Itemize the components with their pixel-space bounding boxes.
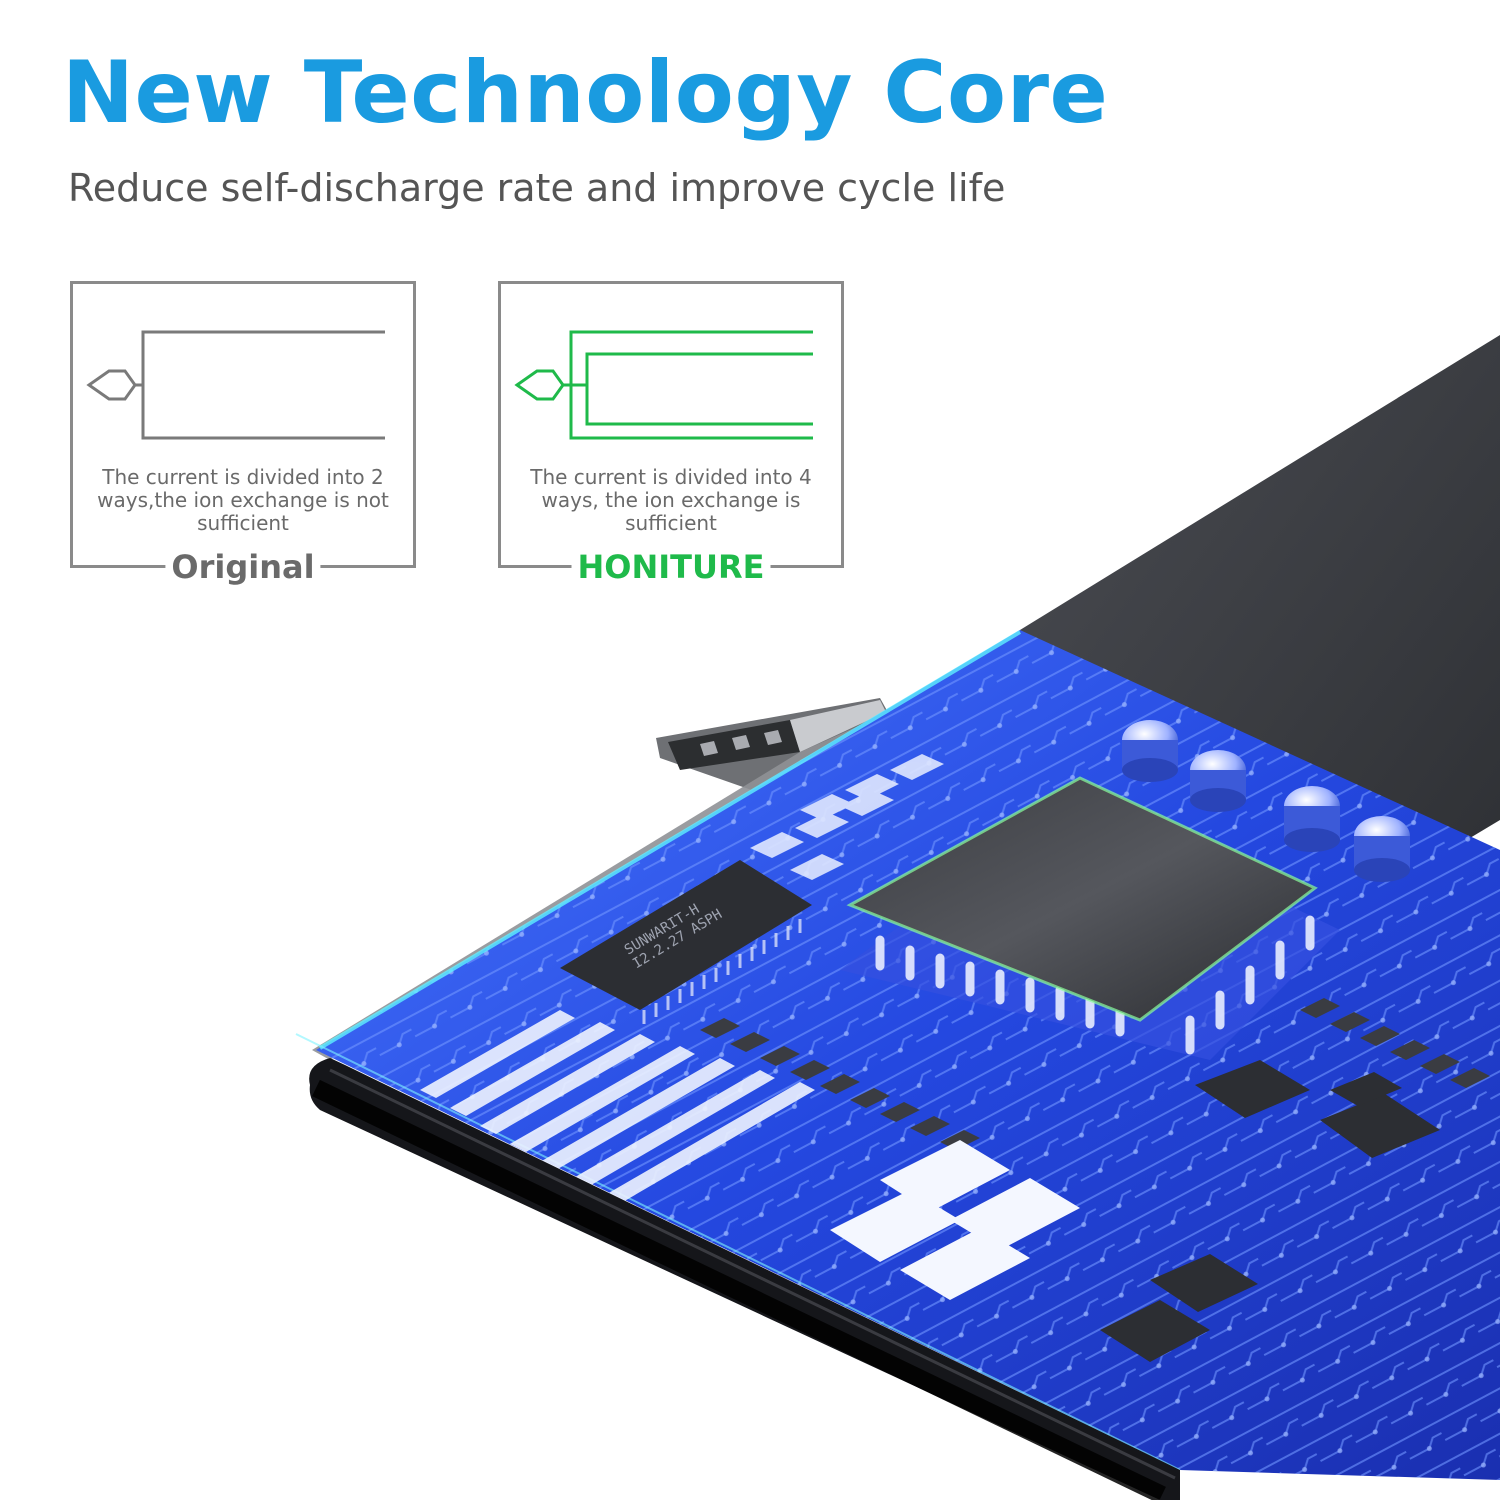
page-subtitle: Reduce self-discharge rate and improve c… [68,166,1006,210]
honiture-caption: The current is divided into 4 ways, the … [530,465,812,535]
white-strips [420,1010,815,1206]
marked-ic: SUNWARIT-HI2.2.27 ASPH [560,860,812,1024]
battery-connector [656,698,890,800]
surface-pads [750,754,944,880]
power-pads [830,1140,1080,1300]
four-way-current-icon [514,330,813,440]
original-caption: The current is divided into 2 ways,the i… [97,465,389,535]
two-way-current-icon [86,330,385,440]
small-ics [1100,1060,1440,1362]
main-chip [840,776,1340,1060]
original-label: Original [165,549,321,585]
resistor-arrays [700,998,1490,1150]
honiture-panel: The current is divided into 4 ways, the … [498,281,844,585]
page-title: New Technology Core [62,43,1109,143]
capacitors [1122,720,1410,882]
honiture-label: HONITURE [571,549,771,585]
original-panel: The current is divided into 2 ways,the i… [70,281,416,585]
